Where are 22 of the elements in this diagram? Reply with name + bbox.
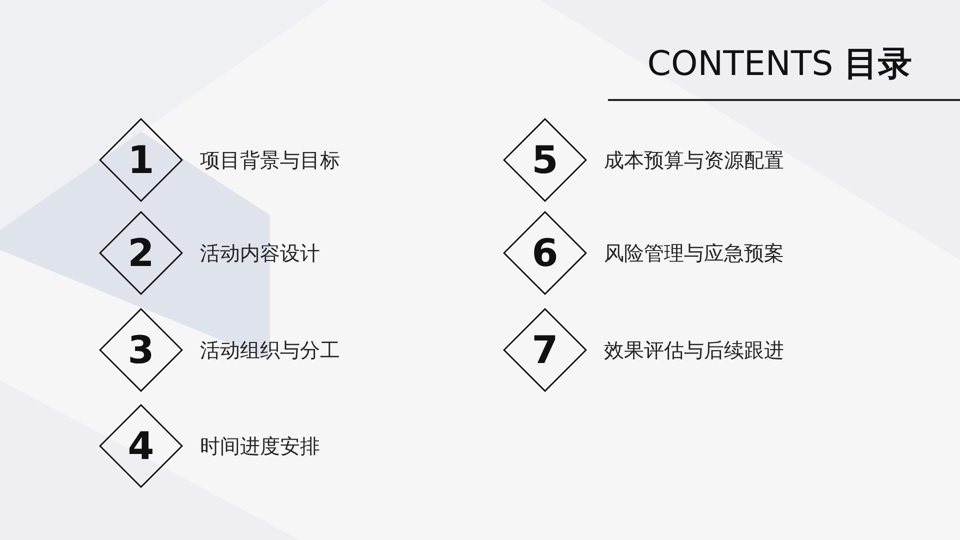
number-label: 4 bbox=[128, 427, 154, 465]
diamond-box bbox=[99, 211, 183, 295]
diamond-box bbox=[99, 404, 183, 488]
item-text: 活动组织与分工 bbox=[200, 338, 340, 362]
diamond-box bbox=[99, 308, 183, 392]
item-text: 成本预算与资源配置 bbox=[604, 148, 784, 172]
diamond-box bbox=[503, 118, 587, 202]
item-text: 风险管理与应急预案 bbox=[604, 241, 784, 265]
number-label: 7 bbox=[532, 331, 558, 369]
diamond-box bbox=[99, 118, 183, 202]
number-label: 1 bbox=[128, 141, 154, 179]
item-text: 活动内容设计 bbox=[200, 241, 320, 265]
number-label: 5 bbox=[532, 141, 558, 179]
number-label: 2 bbox=[128, 234, 154, 272]
title: CONTENTS 目录 bbox=[647, 46, 912, 84]
number-label: 3 bbox=[128, 331, 154, 369]
item-text: 时间进度安排 bbox=[200, 434, 320, 458]
number-label: 6 bbox=[532, 234, 558, 272]
diamond-box bbox=[503, 308, 587, 392]
item-text: 项目背景与目标 bbox=[200, 148, 340, 172]
item-text: 效果评估与后续跟进 bbox=[604, 338, 784, 362]
diamond-box bbox=[503, 211, 587, 295]
